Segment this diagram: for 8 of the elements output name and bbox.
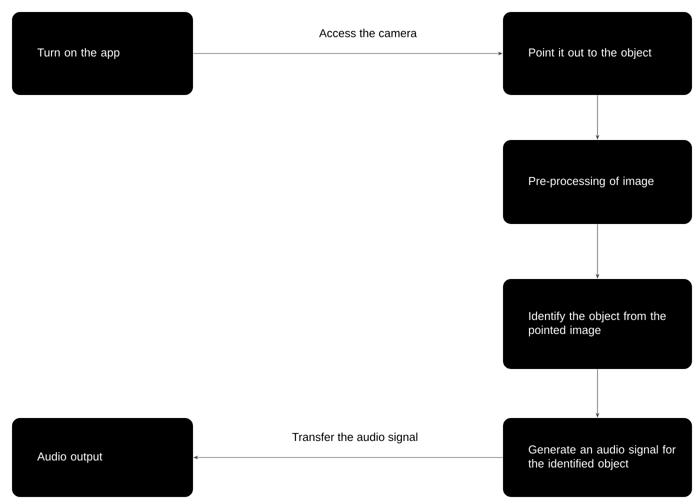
edge-label: Access the camera [318,28,418,38]
process-box: Turn on the app [12,12,193,95]
process-box: Identify the object from the pointed image [503,279,692,369]
process-box: Generate an audio signal for the identified object [503,418,692,497]
edge-label: Transfer the audio signal [290,432,420,444]
process-box: Pre-processing of image [503,140,692,224]
process-box: Point it out to the object [503,12,692,95]
process-box: Audio output [12,418,193,497]
